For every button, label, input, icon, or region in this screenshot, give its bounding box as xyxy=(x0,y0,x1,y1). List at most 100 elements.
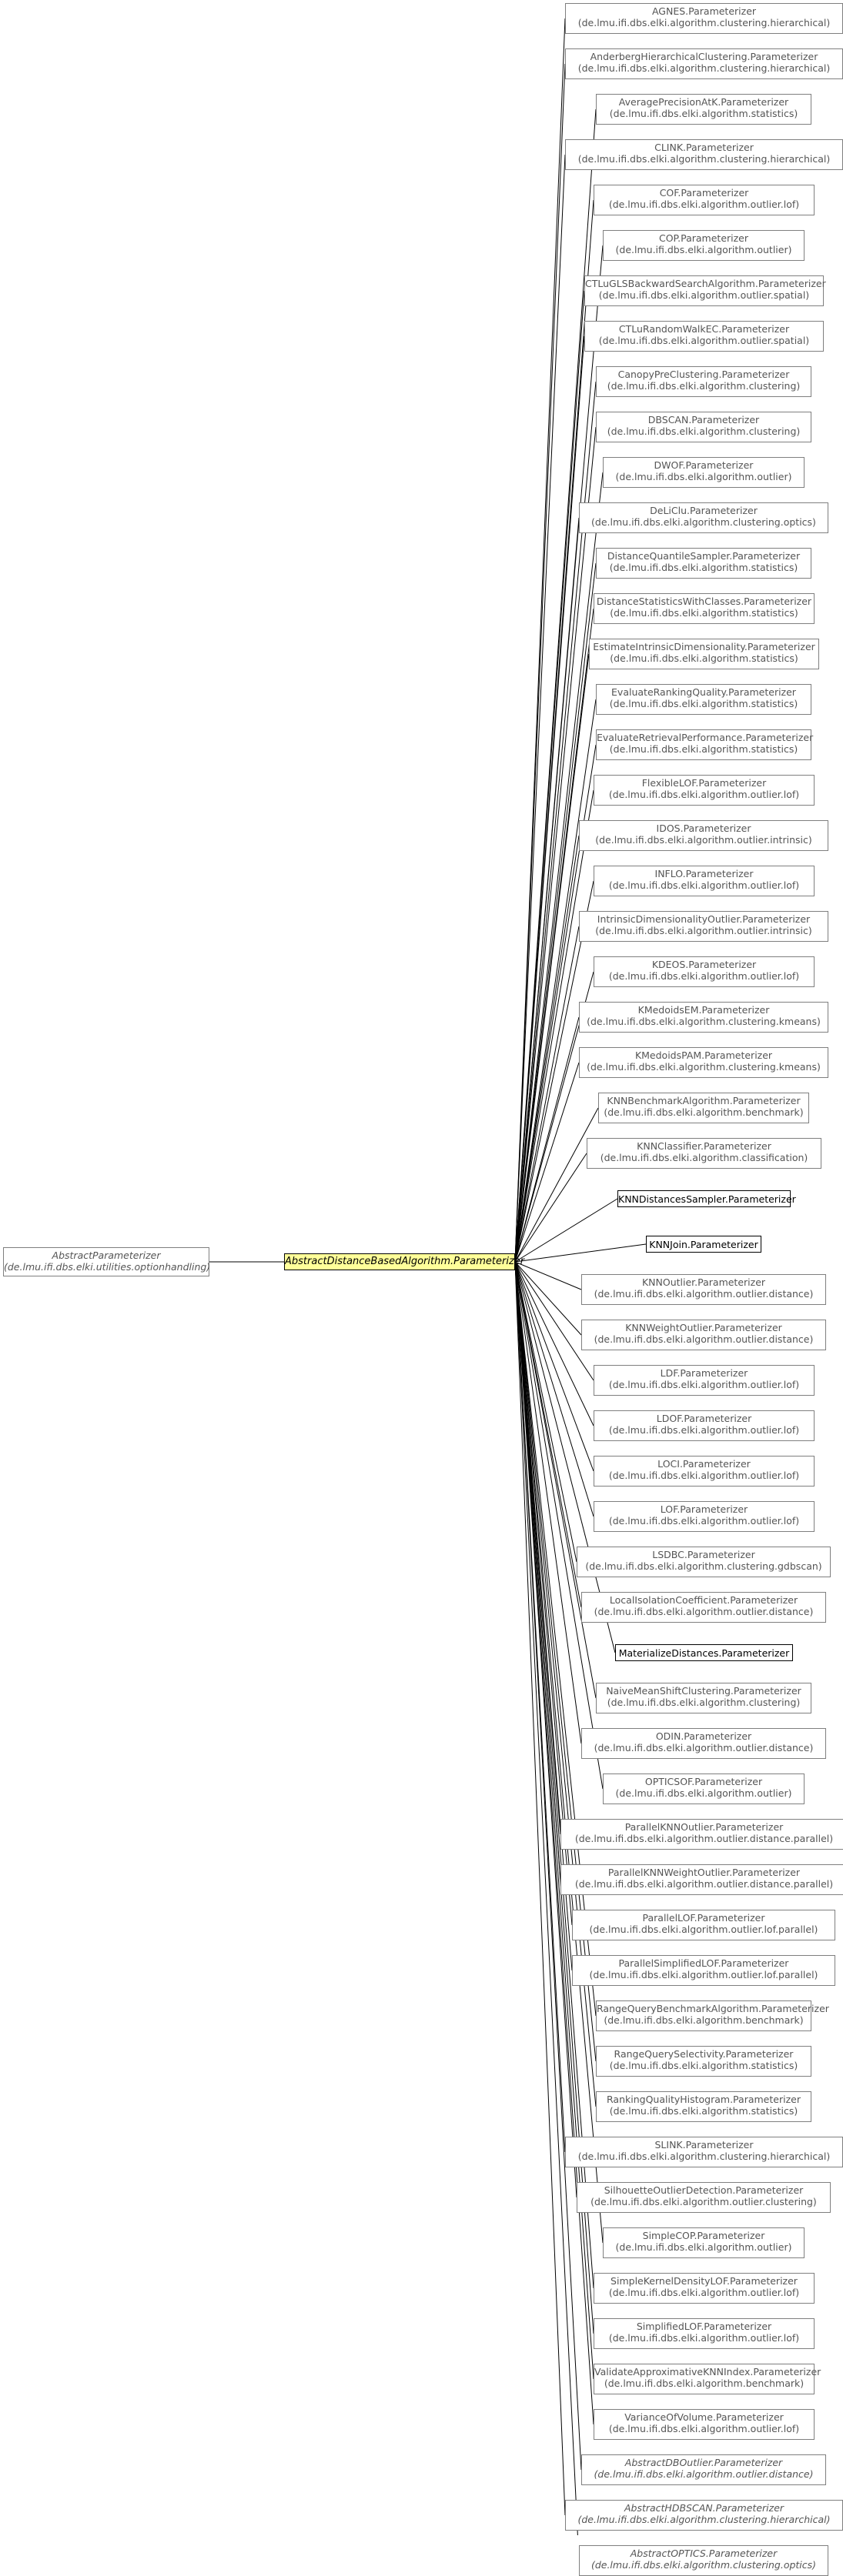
inheritance-edge xyxy=(514,1261,582,2471)
subclass-node[interactable]: KNNClassifier.Parameterizer(de.lmu.ifi.d… xyxy=(587,1138,821,1169)
subclass-node[interactable]: LOF.Parameterizer(de.lmu.ifi.dbs.elki.al… xyxy=(594,1501,815,1532)
inheritance-edge xyxy=(514,1261,616,1653)
subclass-node[interactable]: ParallelKNNOutlier.Parameterizer(de.lmu.… xyxy=(560,1819,843,1850)
subclass-node[interactable]: SimplifiedLOF.Parameterizer(de.lmu.ifi.d… xyxy=(594,2318,815,2349)
subclass-node[interactable]: RankingQualityHistogram.Parameterizer(de… xyxy=(596,2091,811,2122)
subclass-node[interactable]: KNNBenchmarkAlgorithm.Parameterizer(de.l… xyxy=(598,1093,809,1123)
subclass-node[interactable]: DistanceQuantileSampler.Parameterizer(de… xyxy=(596,548,811,579)
subclass-package: (de.lmu.ifi.dbs.elki.algorithm.clusterin… xyxy=(585,1560,822,1572)
subclass-node[interactable]: LDF.Parameterizer(de.lmu.ifi.dbs.elki.al… xyxy=(594,1365,815,1396)
subclass-label: IntrinsicDimensionalityOutlier.Parameter… xyxy=(597,913,811,925)
subclass-node[interactable]: ParallelLOF.Parameterizer(de.lmu.ifi.dbs… xyxy=(572,1910,835,1940)
subclass-package: (de.lmu.ifi.dbs.elki.algorithm.outlier) xyxy=(615,244,792,255)
subclass-node[interactable]: RangeQueryBenchmarkAlgorithm.Parameteriz… xyxy=(596,2000,829,2031)
subclass-node[interactable]: COP.Parameterizer(de.lmu.ifi.dbs.elki.al… xyxy=(603,230,805,261)
subclass-package: (de.lmu.ifi.dbs.elki.algorithm.outlier.d… xyxy=(594,1288,814,1300)
subclass-node[interactable]: AGNES.Parameterizer(de.lmu.ifi.dbs.elki.… xyxy=(565,3,843,34)
subclass-node[interactable]: EvaluateRetrievalPerformance.Parameteriz… xyxy=(596,729,813,760)
inheritance-edge xyxy=(514,472,604,1263)
subclass-node[interactable]: LSDBC.Parameterizer(de.lmu.ifi.dbs.elki.… xyxy=(577,1547,831,1577)
inheritance-edge xyxy=(514,1261,594,1426)
subclass-node[interactable]: IDOS.Parameterizer(de.lmu.ifi.dbs.elki.a… xyxy=(579,820,828,851)
subclass-node[interactable]: LOCI.Parameterizer(de.lmu.ifi.dbs.elki.a… xyxy=(594,1456,815,1487)
subclass-node[interactable]: ODIN.Parameterizer(de.lmu.ifi.dbs.elki.a… xyxy=(581,1728,826,1759)
subclass-package: (de.lmu.ifi.dbs.elki.algorithm.statistic… xyxy=(609,2060,798,2071)
subclass-node[interactable]: LocalIsolationCoefficient.Parameterizer(… xyxy=(581,1592,826,1623)
subclass-package: (de.lmu.ifi.dbs.elki.algorithm.outlier.l… xyxy=(608,1515,800,1527)
subclass-node[interactable]: NaiveMeanShiftClustering.Parameterizer(d… xyxy=(596,1683,811,1713)
parent-class-node[interactable]: AbstractParameterizer (de.lmu.ifi.dbs.el… xyxy=(3,1247,210,1276)
subclass-node[interactable]: ValidateApproximativeKNNIndex.Parameteri… xyxy=(594,2364,821,2394)
subclass-package: (de.lmu.ifi.dbs.elki.algorithm.outlier) xyxy=(615,1787,792,1799)
subclass-node[interactable]: INFLO.Parameterizer(de.lmu.ifi.dbs.elki.… xyxy=(594,866,815,896)
subclass-label: ParallelSimplifiedLOF.Parameterizer xyxy=(618,1957,789,1969)
subclass-node[interactable]: SimpleKernelDensityLOF.Parameterizer(de.… xyxy=(594,2273,815,2304)
subclass-node[interactable]: IntrinsicDimensionalityOutlier.Parameter… xyxy=(579,911,828,942)
central-class-node[interactable]: AbstractDistanceBasedAlgorithm.Parameter… xyxy=(284,1253,524,1270)
subclass-label: RangeQuerySelectivity.Parameterizer xyxy=(614,2048,794,2060)
subclass-node[interactable]: DistanceStatisticsWithClasses.Parameteri… xyxy=(594,593,815,624)
subclass-node[interactable]: AveragePrecisionAtK.Parameterizer(de.lmu… xyxy=(596,94,811,125)
subclass-node[interactable]: RangeQuerySelectivity.Parameterizer(de.l… xyxy=(596,2046,811,2077)
subclass-node[interactable]: ParallelKNNWeightOutlier.Parameterizer(d… xyxy=(560,1864,843,1895)
subclass-node[interactable]: CanopyPreClustering.Parameterizer(de.lmu… xyxy=(596,366,811,397)
subclass-node[interactable]: CTLuGLSBackwardSearchAlgorithm.Parameter… xyxy=(584,275,826,306)
subclass-node[interactable]: SilhouetteOutlierDetection.Parameterizer… xyxy=(577,2182,831,2213)
subclass-node[interactable]: CTLuRandomWalkEC.Parameterizer(de.lmu.if… xyxy=(584,321,824,352)
parent-class-label: AbstractParameterizer xyxy=(52,1250,161,1261)
subclass-node[interactable]: DWOF.Parameterizer(de.lmu.ifi.dbs.elki.a… xyxy=(603,457,805,488)
subclass-node[interactable]: KNNWeightOutlier.Parameterizer(de.lmu.if… xyxy=(581,1320,826,1350)
subclass-node[interactable]: KMedoidsEM.Parameterizer(de.lmu.ifi.dbs.… xyxy=(579,1002,828,1033)
subclass-node[interactable]: VarianceOfVolume.Parameterizer(de.lmu.if… xyxy=(594,2409,815,2440)
subclass-node[interactable]: KNNJoin.Parameterizer xyxy=(646,1236,761,1253)
inheritance-edge xyxy=(514,1261,604,2244)
subclass-node[interactable]: LDOF.Parameterizer(de.lmu.ifi.dbs.elki.a… xyxy=(594,1410,815,1441)
subclass-package: (de.lmu.ifi.dbs.elki.algorithm.outlier.c… xyxy=(590,2196,817,2207)
subclass-label: KNNOutlier.Parameterizer xyxy=(641,1276,766,1288)
subclass-package: (de.lmu.ifi.dbs.elki.algorithm.outlier.d… xyxy=(594,1742,814,1753)
subclass-node[interactable]: FlexibleLOF.Parameterizer(de.lmu.ifi.dbs… xyxy=(594,775,815,806)
subclass-node[interactable]: OPTICSOF.Parameterizer(de.lmu.ifi.dbs.el… xyxy=(603,1774,805,1804)
subclass-package: (de.lmu.ifi.dbs.elki.algorithm.statistic… xyxy=(609,562,798,573)
subclass-node[interactable]: EstimateIntrinsicDimensionality.Paramete… xyxy=(589,639,819,669)
subclass-package: (de.lmu.ifi.dbs.elki.algorithm.outlier.d… xyxy=(574,1833,834,1844)
subclass-node[interactable]: AnderbergHierarchicalClustering.Paramete… xyxy=(565,48,843,79)
subclass-node[interactable]: DBSCAN.Parameterizer(de.lmu.ifi.dbs.elki… xyxy=(596,412,811,442)
subclass-package: (de.lmu.ifi.dbs.elki.algorithm.statistic… xyxy=(610,652,798,664)
inheritance-edge xyxy=(514,1261,582,1336)
subclass-node[interactable]: KMedoidsPAM.Parameterizer(de.lmu.ifi.dbs… xyxy=(579,1047,828,1078)
subclass-node[interactable]: MaterializeDistances.Parameterizer xyxy=(615,1644,793,1661)
subclass-node[interactable]: EvaluateRankingQuality.Parameterizer(de.… xyxy=(596,684,811,715)
subclass-package: (de.lmu.ifi.dbs.elki.algorithm.outlier.d… xyxy=(594,2468,814,2480)
subclass-label: MaterializeDistances.Parameterizer xyxy=(618,1647,790,1659)
inheritance-edge xyxy=(514,1261,582,1744)
subclass-package: (de.lmu.ifi.dbs.elki.algorithm.clusterin… xyxy=(607,425,801,437)
inheritance-edge xyxy=(514,789,594,1263)
subclass-label: LSDBC.Parameterizer xyxy=(652,1549,755,1560)
subclass-node[interactable]: AbstractHDBSCAN.Parameterizer(de.lmu.ifi… xyxy=(565,2500,843,2531)
subclass-node[interactable]: SimpleCOP.Parameterizer(de.lmu.ifi.dbs.e… xyxy=(603,2227,805,2258)
subclass-label: DistanceStatisticsWithClasses.Parameteri… xyxy=(596,596,812,607)
inheritance-edge xyxy=(514,699,597,1263)
subclass-node[interactable]: ParallelSimplifiedLOF.Parameterizer(de.l… xyxy=(572,1955,835,1986)
inheritance-edge xyxy=(514,154,566,1263)
subclass-label: KMedoidsEM.Parameterizer xyxy=(637,1004,770,1016)
inheritance-edge xyxy=(514,1261,573,1926)
subclass-label: LOF.Parameterizer xyxy=(660,1503,748,1515)
subclass-node[interactable]: DeLiClu.Parameterizer(de.lmu.ifi.dbs.elk… xyxy=(579,502,828,533)
subclass-node[interactable]: CLINK.Parameterizer(de.lmu.ifi.dbs.elki.… xyxy=(565,139,843,170)
subclass-package: (de.lmu.ifi.dbs.elki.algorithm.outlier.l… xyxy=(608,2287,800,2298)
subclass-node[interactable]: KDEOS.Parameterizer(de.lmu.ifi.dbs.elki.… xyxy=(594,956,815,987)
subclass-node[interactable]: AbstractOPTICS.Parameterizer(de.lmu.ifi.… xyxy=(579,2545,828,2576)
subclass-label: FlexibleLOF.Parameterizer xyxy=(641,777,767,789)
subclass-node[interactable]: KNNOutlier.Parameterizer(de.lmu.ifi.dbs.… xyxy=(581,1274,826,1305)
subclass-package: (de.lmu.ifi.dbs.elki.algorithm.clusterin… xyxy=(587,1061,821,1073)
subclass-node[interactable]: KNNDistancesSampler.Parameterizer xyxy=(617,1190,796,1207)
subclass-label: LDF.Parameterizer xyxy=(660,1367,748,1379)
subclass-node[interactable]: SLINK.Parameterizer(de.lmu.ifi.dbs.elki.… xyxy=(565,2137,843,2167)
inheritance-edge xyxy=(514,1261,597,1699)
subclass-node[interactable]: AbstractDBOutlier.Parameterizer(de.lmu.i… xyxy=(581,2454,826,2485)
subclass-label: ParallelLOF.Parameterizer xyxy=(642,1912,765,1924)
subclass-node[interactable]: COF.Parameterizer(de.lmu.ifi.dbs.elki.al… xyxy=(594,185,815,215)
subclass-package: (de.lmu.ifi.dbs.elki.algorithm.outlier.i… xyxy=(595,834,812,846)
